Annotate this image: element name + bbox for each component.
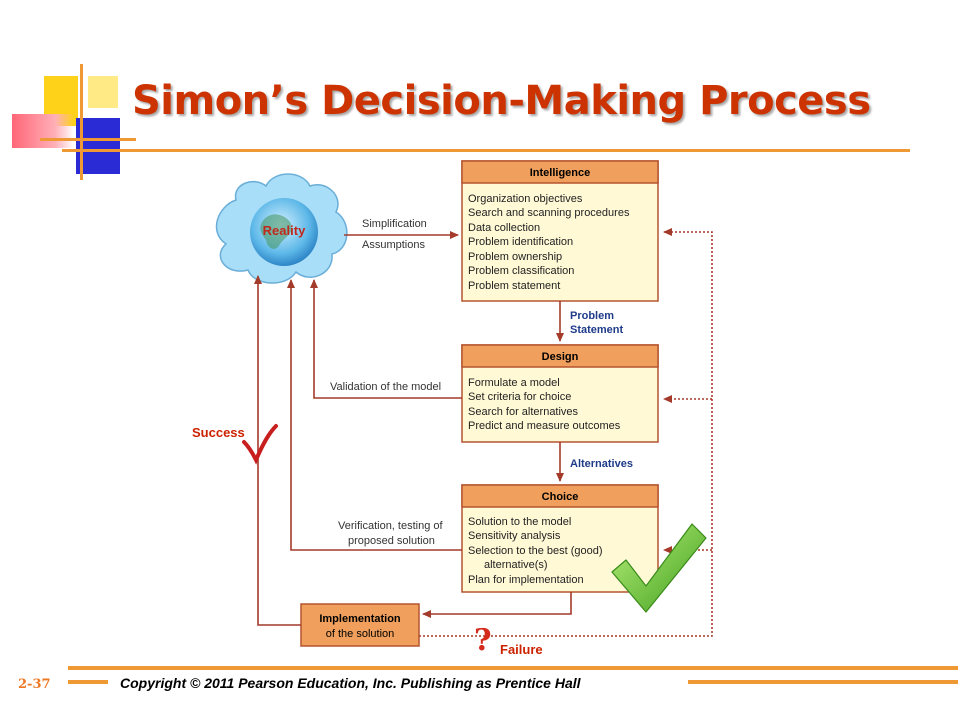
copyright-text: Copyright © 2011 Pearson Education, Inc.… <box>120 675 581 691</box>
simplification-label: Simplification <box>362 218 427 230</box>
intelligence-item: Problem identification <box>468 236 573 248</box>
intelligence-title: Intelligence <box>530 167 591 179</box>
intelligence-item: Search and scanning procedures <box>468 207 630 219</box>
footer-bar-short <box>68 680 108 684</box>
implementation-label: Implementation <box>319 613 401 625</box>
choice-title: Choice <box>542 491 579 503</box>
design-item: Predict and measure outcomes <box>468 420 621 432</box>
large-checkmark-icon <box>611 523 707 613</box>
slide-title: Simon’s Decision-Making Process <box>132 78 871 124</box>
choice-box: Choice Solution to the model Sensitivity… <box>461 484 659 593</box>
reality-cloud: Reality <box>215 173 348 284</box>
verification-label: proposed solution <box>348 535 435 547</box>
intelligence-item: Organization objectives <box>468 193 583 205</box>
implementation-box: Implementation of the solution <box>300 603 420 647</box>
title-divider <box>62 149 910 152</box>
verification-label: Verification, testing of <box>338 520 444 532</box>
validation-label: Validation of the model <box>330 381 441 393</box>
problem-statement-label: Problem <box>570 310 614 322</box>
choice-item: Sensitivity analysis <box>468 530 561 542</box>
implementation-label: of the solution <box>326 628 395 640</box>
intelligence-item: Problem statement <box>468 280 560 292</box>
assumptions-label: Assumptions <box>362 239 425 251</box>
intelligence-box: Intelligence Organization objectives Sea… <box>461 160 659 302</box>
footer-bar-right <box>688 680 958 684</box>
alternatives-label: Alternatives <box>570 458 633 470</box>
question-mark-icon: ? <box>474 623 492 658</box>
choice-item: Selection to the best (good) <box>468 545 603 557</box>
design-item: Set criteria for choice <box>468 391 571 403</box>
footer-bar-left <box>68 666 958 670</box>
design-item: Search for alternatives <box>468 406 579 418</box>
reality-label: Reality <box>263 223 306 238</box>
choice-item: Plan for implementation <box>468 574 584 586</box>
flow-arrows <box>254 231 572 626</box>
intelligence-item: Data collection <box>468 222 540 234</box>
design-item: Formulate a model <box>468 377 560 389</box>
choice-item: alternative(s) <box>484 559 548 571</box>
page-number: 2-37 <box>18 677 51 692</box>
choice-item: Solution to the model <box>468 516 571 528</box>
design-title: Design <box>542 351 579 363</box>
small-checkmark-icon <box>242 424 278 465</box>
corner-decoration <box>0 60 140 180</box>
failure-label: Failure <box>500 642 543 657</box>
intelligence-item: Problem classification <box>468 265 574 277</box>
intelligence-item: Problem ownership <box>468 251 562 263</box>
problem-statement-label: Statement <box>570 324 624 336</box>
design-box: Design Formulate a model Set criteria fo… <box>461 344 659 443</box>
success-label: Success <box>192 425 245 440</box>
